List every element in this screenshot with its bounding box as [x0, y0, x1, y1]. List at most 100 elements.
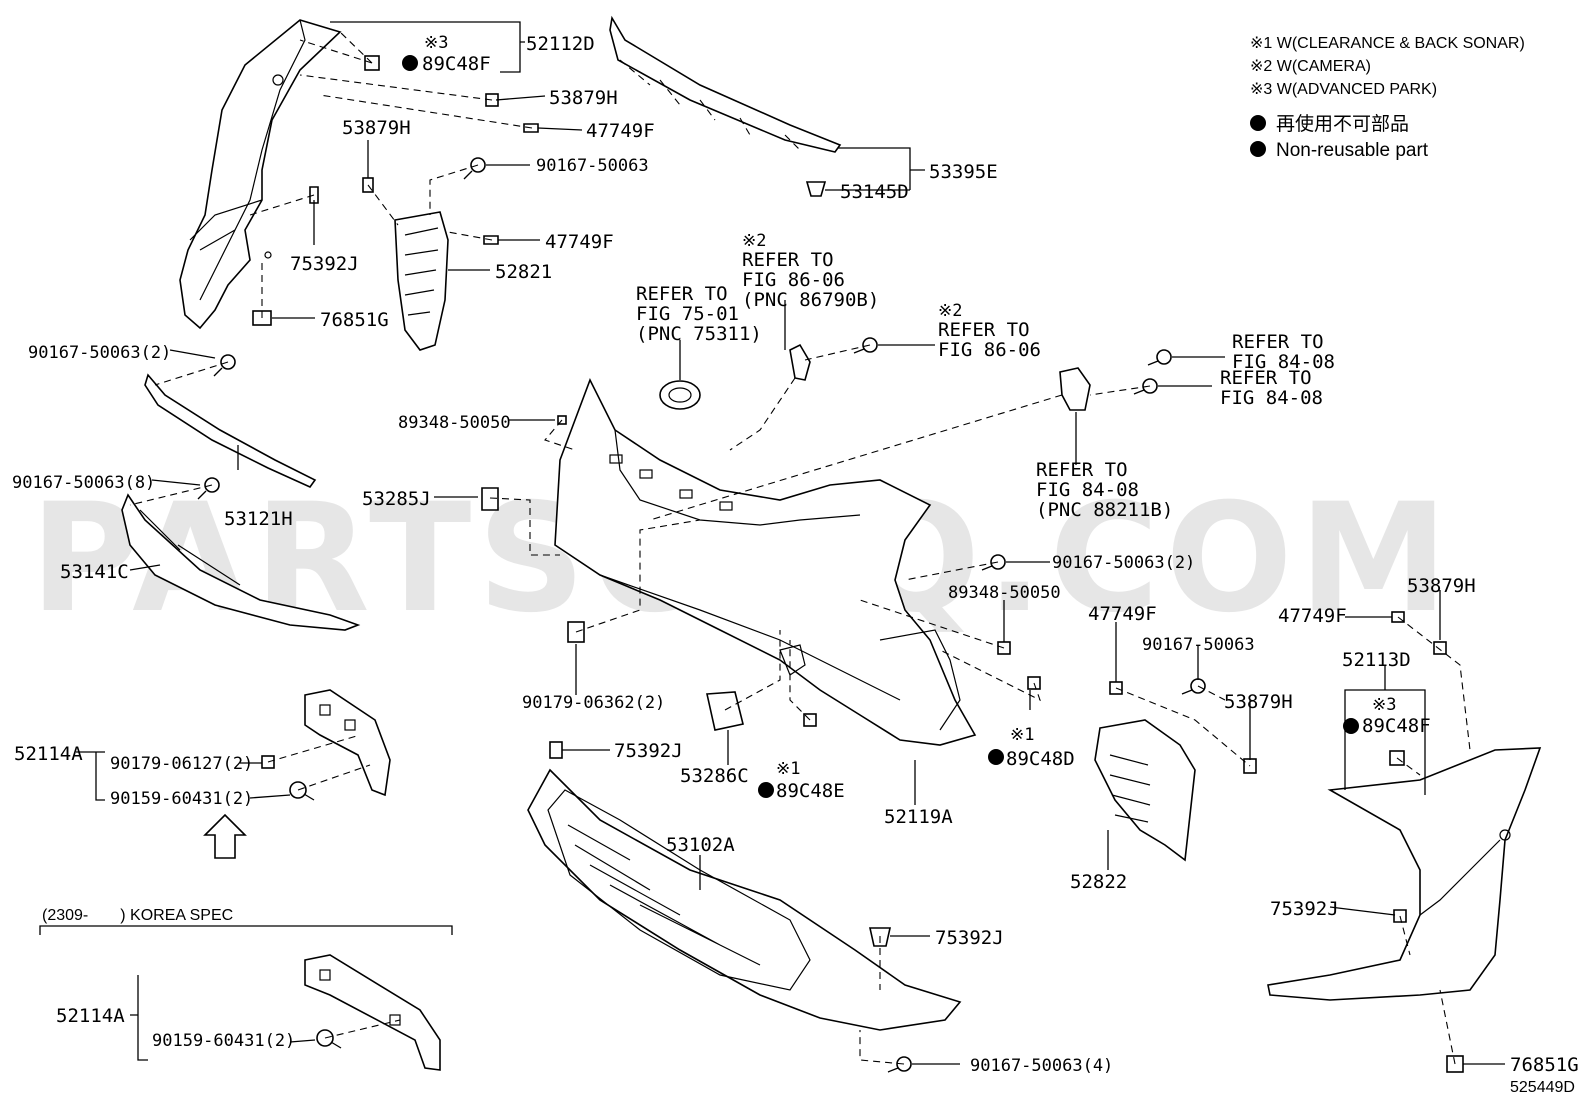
part-label: 75392J [1270, 898, 1339, 920]
installation-dashed-lines [129, 31, 1471, 1065]
part-label: 89348-50050 [398, 413, 511, 433]
part-label: 90167-50063(8) [12, 473, 155, 493]
part-label: 47749F [1278, 605, 1347, 627]
strip-53121h-drawing [144, 373, 317, 488]
part-label: 90167-50063 [536, 156, 649, 176]
part-label: 52112D [526, 33, 595, 55]
refer-to-fig-75-01: REFER TO FIG 75-01 (PNC 75311) [636, 283, 762, 345]
part-label: 52821 [495, 261, 552, 283]
non-reusable-dot-89c48d [988, 749, 1004, 765]
part-label: 90167-50063(4) [970, 1056, 1113, 1076]
part-label: 76851G [320, 309, 389, 331]
part-label: 47749F [586, 120, 655, 142]
part-label: 75392J [614, 740, 683, 762]
legend-note-1: ※1 W(CLEARANCE & BACK SONAR) [1250, 35, 1525, 52]
refer-to-fig-84-08-c: REFER TO FIG 84-08 (PNC 88211B) [1036, 459, 1173, 521]
svg-text:(PNC 88211B): (PNC 88211B) [1036, 499, 1173, 521]
part-label: 89C48D [1006, 748, 1075, 770]
part-labels: 52112D ※3 89C48F 53879H 47749F 53879H 90… [12, 33, 1579, 1076]
legend-note-2: ※2 W(CAMERA) [1250, 58, 1371, 75]
part-label: 53141C [60, 561, 129, 583]
camera-bracket-drawing [789, 343, 811, 381]
part-label: 90159-60431(2) [152, 1031, 295, 1051]
non-reusable-dot-89c48f-a [402, 55, 418, 71]
bracket-52821-drawing [394, 211, 449, 351]
svg-text:※2: ※2 [938, 301, 962, 321]
part-label: 90167-50063(2) [28, 343, 171, 363]
svg-text:FIG 84-08: FIG 84-08 [1036, 479, 1139, 501]
svg-text:(PNC 75311): (PNC 75311) [636, 323, 762, 345]
legend-non-reusable-jp: 再使用不可部品 [1276, 113, 1409, 135]
mark-label: ※1 [776, 759, 800, 779]
legend-dot-en [1250, 141, 1266, 157]
svg-text:REFER TO: REFER TO [938, 319, 1030, 341]
part-label: 75392J [935, 927, 1004, 949]
upper-molding-53395e-drawing [609, 15, 842, 153]
part-label: 90179-06362(2) [522, 693, 665, 713]
svg-text:※2: ※2 [742, 231, 766, 251]
emblem-drawing [659, 380, 701, 410]
part-label: 53395E [929, 161, 998, 183]
korea-spec-bracket-line [39, 925, 453, 935]
refer-to-fig-84-08-a: REFER TO FIG 84-08 [1232, 331, 1335, 373]
part-label: 89C48F [422, 53, 491, 75]
part-label: 90167-50063 [1142, 635, 1255, 655]
mark-label: ※3 [424, 33, 448, 53]
part-label: 53121H [224, 508, 293, 530]
side-duct-52822-drawing [1094, 719, 1196, 862]
part-label: 53285J [362, 488, 431, 510]
svg-text:FIG 84-08: FIG 84-08 [1232, 351, 1335, 373]
left-fender-liner-drawing [179, 19, 342, 330]
legend-non-reusable-en: Non-reusable part [1276, 140, 1429, 161]
korea-spec-label: (2309- ) KOREA SPEC [42, 907, 233, 924]
svg-text:REFER TO: REFER TO [1220, 367, 1312, 389]
part-label: 52114A [56, 1005, 125, 1027]
non-reusable-dot-89c48e [758, 782, 774, 798]
part-label: 89C48F [1362, 715, 1431, 737]
svg-text:(PNC 86790B): (PNC 86790B) [742, 289, 879, 311]
part-label: 76851G [1510, 1054, 1579, 1076]
refer-to-fig-86-06-a: ※2 REFER TO FIG 86-06 (PNC 86790B) [742, 231, 879, 311]
part-label: 90179-06127(2) [110, 754, 253, 774]
part-label: 89348-50050 [948, 583, 1061, 603]
refer-to-fig-86-06-b: ※2 REFER TO FIG 86-06 [938, 301, 1041, 361]
part-label: 53102A [666, 834, 735, 856]
part-label: 47749F [545, 231, 614, 253]
part-label: 53879H [1407, 575, 1476, 597]
up-arrow-icon [203, 813, 247, 859]
lower-molding-53141c-drawing [121, 493, 361, 631]
part-label: 90167-50063(2) [1052, 553, 1195, 573]
part-label: 53145D [840, 181, 909, 203]
svg-text:FIG 75-01: FIG 75-01 [636, 303, 739, 325]
license-bracket-a-drawing [304, 689, 391, 797]
part-label: 53879H [342, 117, 411, 139]
part-label: 89C48E [776, 780, 845, 802]
non-reusable-dot-89c48f-b [1343, 718, 1359, 734]
svg-text:FIG 86-06: FIG 86-06 [938, 339, 1041, 361]
svg-text:REFER TO: REFER TO [742, 249, 834, 271]
svg-text:REFER TO: REFER TO [1036, 459, 1128, 481]
sonar-bracket-drawing [1059, 367, 1091, 411]
lower-grille-53102a-drawing [527, 768, 962, 1031]
svg-text:FIG 86-06: FIG 86-06 [742, 269, 845, 291]
refer-to-fig-84-08-b: REFER TO FIG 84-08 [1220, 367, 1323, 409]
part-label: 75392J [290, 253, 359, 275]
part-label: 52822 [1070, 871, 1127, 893]
svg-text:FIG 84-08: FIG 84-08 [1220, 387, 1323, 409]
svg-text:REFER TO: REFER TO [1232, 331, 1324, 353]
legend-note-3: ※3 W(ADVANCED PARK) [1250, 81, 1437, 98]
part-label: 52114A [14, 743, 83, 765]
diagram-id: 525449D [1510, 1079, 1575, 1096]
right-fender-liner-drawing [1267, 747, 1542, 1001]
license-bracket-b-drawing [304, 954, 441, 1071]
part-label: 47749F [1088, 603, 1157, 625]
part-label: 53879H [549, 87, 618, 109]
part-label: 53286C [680, 765, 749, 787]
svg-text:REFER TO: REFER TO [636, 283, 728, 305]
part-label: 53879H [1224, 691, 1293, 713]
mark-label: ※1 [1010, 725, 1034, 745]
part-label: 52113D [1342, 649, 1411, 671]
leader-lines [76, 21, 1505, 1065]
